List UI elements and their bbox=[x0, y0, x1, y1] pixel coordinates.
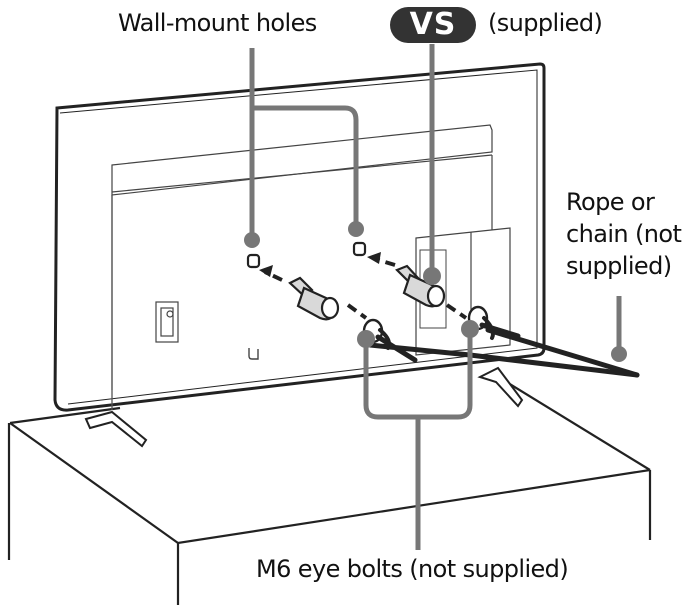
tv-outer-frame bbox=[53, 62, 546, 412]
rope-right bbox=[479, 322, 640, 378]
table-top-edge bbox=[9, 422, 651, 545]
arrow-right-head-icon bbox=[367, 252, 381, 264]
dot-wall-right bbox=[348, 221, 364, 237]
rope-label-line-1: Rope or bbox=[566, 188, 655, 216]
tv bbox=[53, 62, 546, 412]
right-foot bbox=[477, 366, 524, 408]
tv-inner-frame bbox=[59, 69, 538, 405]
arrow-left-shaft bbox=[264, 270, 283, 282]
vs-supplied-label: (supplied) bbox=[488, 9, 603, 37]
tv-side-port bbox=[155, 301, 179, 343]
tv-rear-top-panel bbox=[111, 124, 493, 196]
callout-dots bbox=[244, 221, 627, 362]
eye-bolts-label: M6 eye bolts (not supplied) bbox=[256, 555, 569, 583]
vs-screw-left bbox=[288, 276, 340, 321]
tv-feet bbox=[84, 366, 524, 448]
dot-rope bbox=[611, 346, 627, 362]
table-back-edge bbox=[9, 406, 121, 425]
tv-rear-panel-line bbox=[111, 154, 493, 193]
dot-eye-right bbox=[461, 320, 479, 338]
rope-or-chain bbox=[367, 316, 640, 378]
dot-vs bbox=[423, 267, 441, 285]
rope-or-chain-label: Rope or chain (not supplied) bbox=[566, 186, 693, 282]
wall-mount-holes-label: Wall-mount holes bbox=[118, 9, 317, 37]
arrow-left-head-icon bbox=[259, 265, 273, 277]
table bbox=[7, 377, 652, 605]
arrow-left-dash2 bbox=[346, 303, 368, 320]
table-back-right-edge bbox=[499, 377, 651, 471]
rope-knot-right bbox=[482, 316, 495, 340]
dot-wall-left bbox=[244, 232, 260, 248]
vs-screw-right bbox=[395, 264, 446, 308]
leader-wall-mount bbox=[249, 48, 359, 240]
vs-screw-badge: VS bbox=[390, 7, 476, 43]
wall-mount-hole-left bbox=[246, 253, 261, 269]
rope-knot-left bbox=[378, 328, 391, 350]
wall-mount-hole-right bbox=[352, 241, 367, 257]
tv-lower-hole bbox=[248, 348, 259, 360]
wall-mount-holes bbox=[246, 241, 367, 269]
left-foot bbox=[84, 410, 148, 448]
rope-label-line-3: supplied) bbox=[566, 252, 672, 280]
dot-eye-left bbox=[357, 330, 375, 348]
rope-label-line-2: chain (not bbox=[566, 220, 682, 248]
callout-leaders bbox=[249, 44, 622, 550]
arrow-right-dash2 bbox=[445, 303, 468, 320]
leader-eye-bolts bbox=[363, 330, 473, 550]
